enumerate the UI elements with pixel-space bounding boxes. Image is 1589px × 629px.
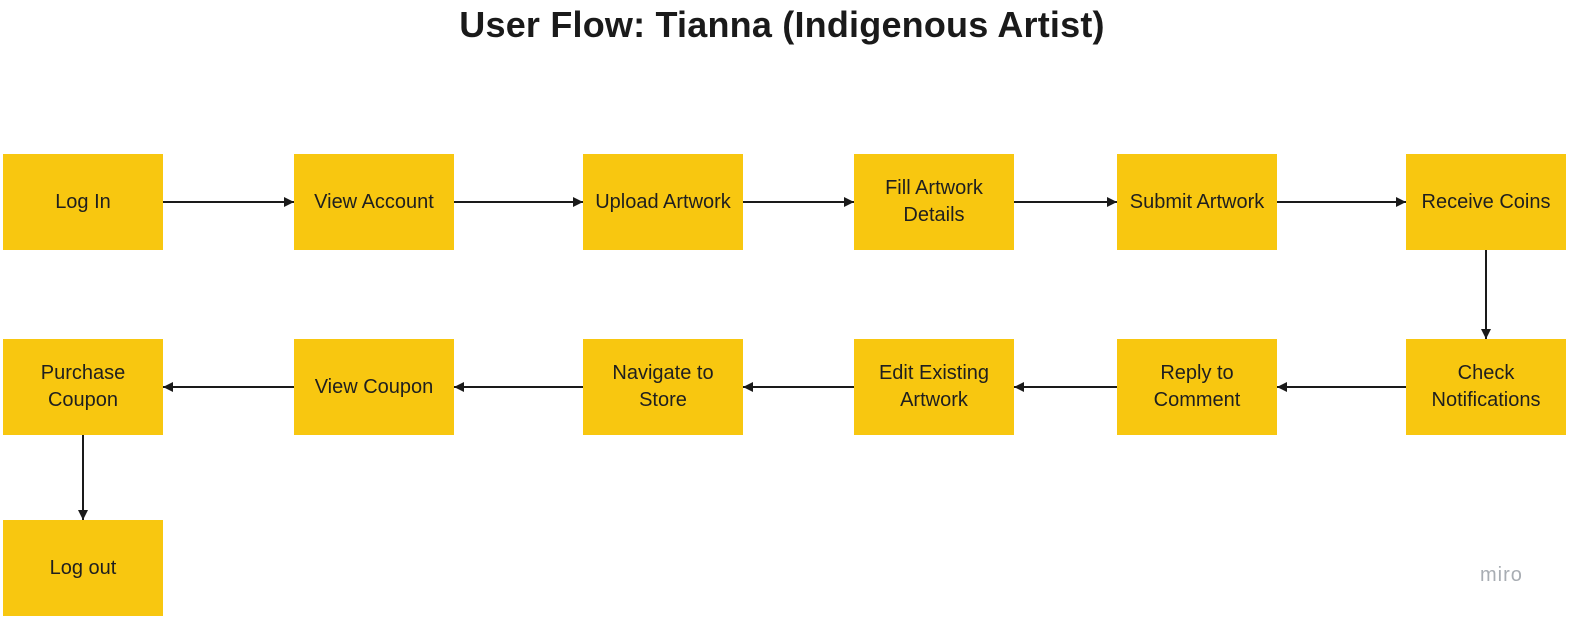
node-label: Edit Existing Artwork	[878, 362, 990, 411]
node-submit-artwork[interactable]: Submit Artwork	[1117, 154, 1277, 250]
node-edit-existing-artwork[interactable]: Edit Existing Artwork	[854, 339, 1014, 435]
node-label: View Account	[314, 190, 434, 213]
node-navigate-to-store[interactable]: Navigate to Store	[583, 339, 743, 435]
node-label: Receive Coins	[1421, 190, 1551, 213]
node-label: Reply to Comment	[1153, 362, 1241, 411]
node-view-coupon[interactable]: View Coupon	[294, 339, 454, 435]
node-label: Check Notifications	[1431, 362, 1541, 411]
diagram-title: User Flow: Tianna (Indigenous Artist)	[459, 4, 1105, 45]
node-label: Upload Artwork	[595, 190, 731, 213]
node-log-out[interactable]: Log out	[3, 520, 163, 616]
node-log-in[interactable]: Log In	[3, 154, 163, 250]
node-label: Purchase Coupon	[40, 362, 126, 411]
node-receive-coins[interactable]: Receive Coins	[1406, 154, 1566, 250]
node-label: Log out	[49, 556, 117, 579]
node-label: Navigate to Store	[612, 362, 714, 411]
node-label: Fill Artwork Details	[885, 177, 983, 226]
node-fill-artwork-details[interactable]: Fill Artwork Details	[854, 154, 1014, 250]
node-reply-to-comment[interactable]: Reply to Comment	[1117, 339, 1277, 435]
node-label: View Coupon	[314, 375, 434, 398]
node-label: Log In	[55, 190, 111, 213]
node-upload-artwork[interactable]: Upload Artwork	[583, 154, 743, 250]
node-label: Submit Artwork	[1129, 190, 1265, 213]
node-purchase-coupon[interactable]: Purchase Coupon	[3, 339, 163, 435]
miro-watermark: miro	[1480, 564, 1523, 586]
node-view-account[interactable]: View Account	[294, 154, 454, 250]
node-check-notifications[interactable]: Check Notifications	[1406, 339, 1566, 435]
